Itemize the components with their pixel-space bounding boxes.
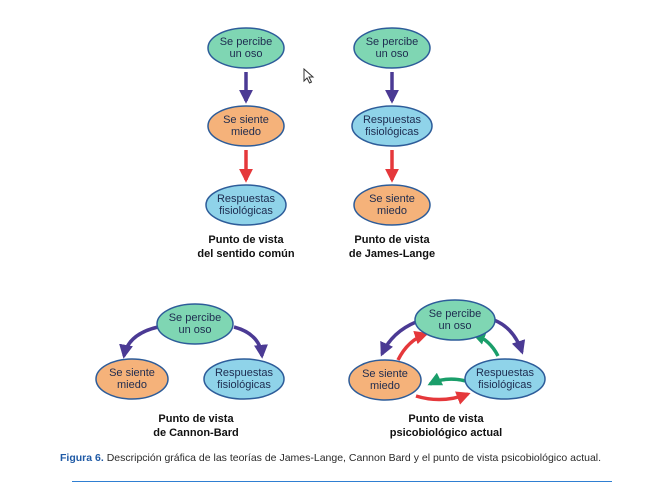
node-label-line1: Se percibe: [169, 312, 222, 324]
figure-caption: Figura 6. Descripción gráfica de las teo…: [60, 452, 640, 464]
node-respuestas-fisiologicas: Respuestas fisiológicas: [464, 358, 546, 400]
arrow-percibe-to-respuestas: [233, 325, 268, 359]
node-se-siente-miedo: Se siente miedo: [353, 184, 431, 226]
arrow-miedo-to-respuestas: [415, 391, 471, 405]
arrow-percibe-to-miedo: [380, 320, 417, 357]
diagram-psicobiologico: Se percibe un oso Se siente miedo Respue…: [348, 299, 546, 439]
node-se-siente-miedo: Se siente miedo: [207, 105, 285, 147]
node-label-line1: Se percibe: [429, 308, 482, 320]
figure-caption-text: Descripción gráfica de las teorías de Ja…: [106, 452, 602, 464]
diagram-caption-line1: Punto de vista: [408, 413, 484, 425]
node-label-line1: Se siente: [369, 193, 415, 205]
node-se-percibe: Se percibe un oso: [207, 27, 285, 69]
node-label-line1: Se siente: [362, 368, 408, 380]
arrow-cursor-icon: [303, 67, 315, 89]
node-label-line2: miedo: [370, 380, 400, 392]
node-se-percibe: Se percibe un oso: [156, 303, 234, 345]
node-label-line1: Se siente: [223, 114, 269, 126]
node-se-percibe: Se percibe un oso: [414, 299, 496, 341]
node-se-percibe: Se percibe un oso: [353, 27, 431, 69]
node-label-line2: un oso: [178, 324, 211, 336]
node-respuestas-fisiologicas: Respuestas fisiológicas: [205, 184, 287, 226]
node-label-line1: Respuestas: [363, 114, 422, 126]
node-label-line2: miedo: [117, 379, 147, 391]
diagram-caption-line2: de Cannon-Bard: [153, 427, 239, 439]
diagram-caption-line2: psicobiológico actual: [390, 427, 502, 439]
node-label-line2: un oso: [375, 48, 408, 60]
node-label-line1: Se percibe: [366, 36, 419, 48]
node-label-line1: Respuestas: [217, 193, 276, 205]
node-se-siente-miedo: Se siente miedo: [348, 359, 422, 401]
arrow-percibe-to-respuestas: [493, 318, 526, 355]
diagram-caption-line2: de James-Lange: [349, 248, 435, 260]
bottom-divider: [72, 481, 612, 482]
figure-label: Figura 6.: [60, 452, 104, 464]
node-respuestas-fisiologicas: Respuestas fisiológicas: [203, 358, 285, 400]
diagram-sentido-comun: Se percibe un oso Se siente miedo Respue…: [197, 27, 295, 260]
node-label-line2: fisiológicas: [478, 379, 532, 391]
diagram-cannon-bard: Se percibe un oso Se siente miedo Respue…: [95, 303, 285, 439]
diagram-caption-line1: Punto de vista: [208, 234, 284, 246]
arrow-respuestas-to-miedo: [427, 372, 467, 386]
node-label-line1: Se siente: [109, 367, 155, 379]
node-label-line2: un oso: [229, 48, 262, 60]
node-label-line1: Se percibe: [220, 36, 273, 48]
diagram-caption-line2: del sentido común: [197, 248, 294, 260]
node-se-siente-miedo: Se siente miedo: [95, 358, 169, 400]
node-label-line2: fisiológicas: [365, 126, 419, 138]
node-label-line1: Respuestas: [476, 367, 535, 379]
diagram-caption-line1: Punto de vista: [354, 234, 430, 246]
node-respuestas-fisiologicas: Respuestas fisiológicas: [351, 105, 433, 147]
diagram-james-lange: Se percibe un oso Respuestas fisiológica…: [349, 27, 435, 260]
node-label-line1: Respuestas: [215, 367, 274, 379]
diagram-caption-line1: Punto de vista: [158, 413, 234, 425]
node-label-line2: fisiológicas: [219, 205, 273, 217]
node-label-line2: fisiológicas: [217, 379, 271, 391]
arrow-percibe-to-miedo: [119, 325, 159, 359]
node-label-line2: miedo: [231, 126, 261, 138]
node-label-line2: un oso: [438, 320, 471, 332]
node-label-line2: miedo: [377, 205, 407, 217]
arrow-miedo-to-percibe: [396, 330, 429, 361]
